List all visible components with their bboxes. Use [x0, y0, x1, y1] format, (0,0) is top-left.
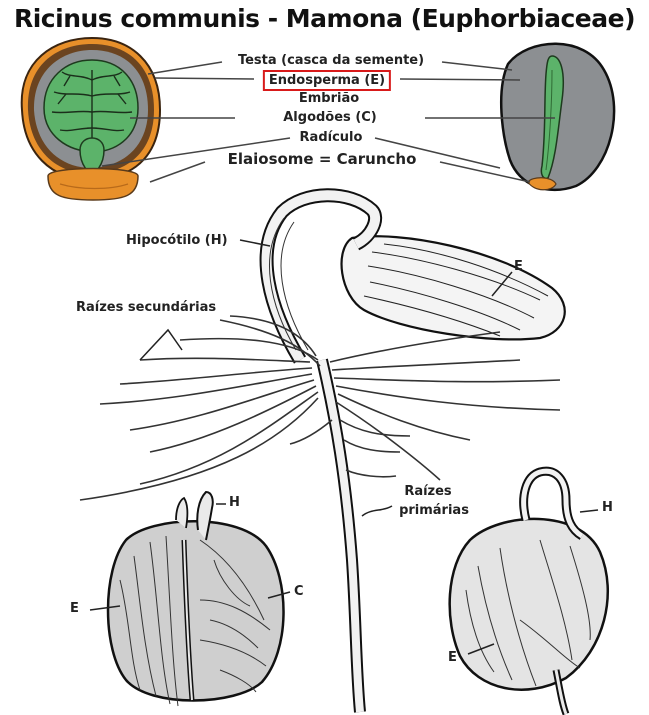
label-left-hypocotyl: H [229, 495, 240, 510]
label-testa: Testa (casca da semente) [238, 53, 424, 68]
label-embriao: Embrião [299, 91, 359, 106]
label-elaiosome: Elaiosome = Caruncho [228, 150, 417, 168]
label-raizes-primarias-line2: primárias [399, 503, 469, 518]
label-endosperma-highlighted: Endosperma (E) [263, 70, 391, 91]
label-seedling-endosperm: E [514, 259, 523, 274]
label-left-endosperm: E [70, 601, 79, 616]
label-right-hypocotyl: H [602, 500, 613, 515]
label-radiculo: Radículo [300, 130, 363, 145]
label-left-cotyledon: C [294, 584, 304, 599]
label-algodoes: Algodões (C) [283, 110, 377, 125]
seed-longitudinal-section [501, 44, 614, 190]
label-raizes-primarias-line1: Raízes [404, 484, 451, 499]
germinating-seed-right [450, 471, 608, 714]
label-hipocotilo: Hipocótilo (H) [126, 233, 228, 248]
label-raizes-secundarias: Raízes secundárias [76, 300, 216, 315]
label-right-endosperm: E [448, 650, 457, 665]
germinating-seed-left [90, 492, 290, 706]
seed-cross-section [22, 38, 160, 200]
